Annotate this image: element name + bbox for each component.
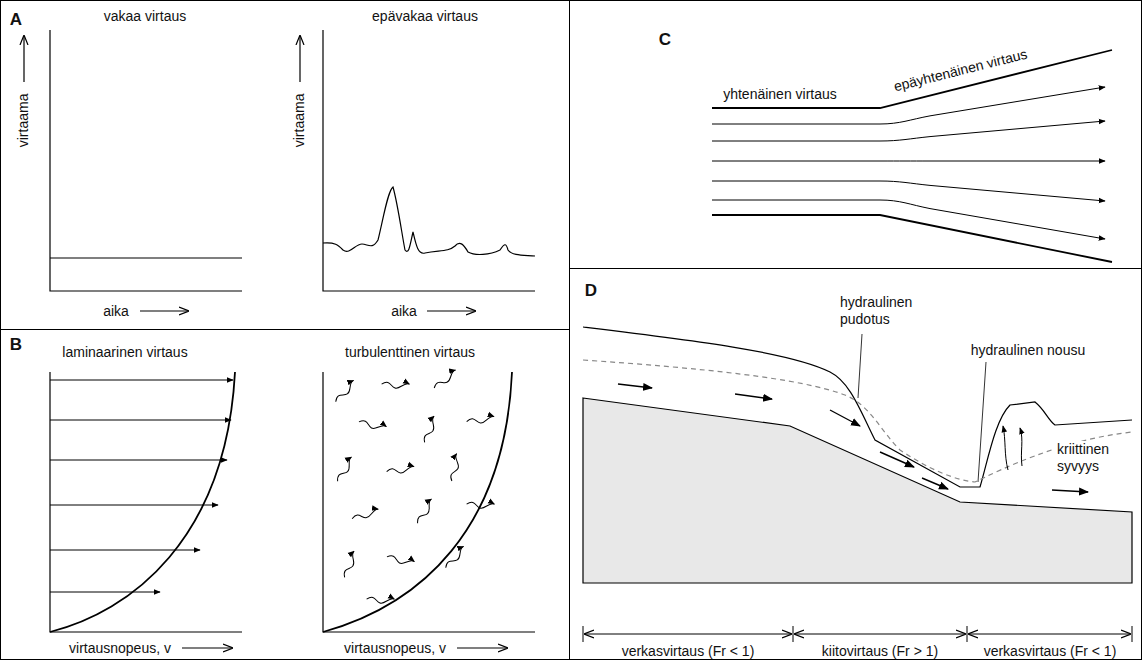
eddy-arrow — [411, 499, 439, 523]
flow-line — [712, 181, 1105, 201]
panel-letter: A — [10, 10, 22, 30]
panel-label: virtaama — [292, 93, 309, 147]
panel-label: verkasvirtaus (Fr < 1) — [622, 643, 755, 660]
water-surface — [583, 327, 1132, 487]
eddy-arrow — [441, 546, 468, 567]
eddy-arrow — [387, 458, 414, 479]
flow-line — [712, 200, 1105, 239]
panel: Blaminaarinen virtaus turbulenttinen virt… — [0, 329, 570, 660]
flow-lines — [712, 87, 1105, 239]
panel-label: virtausnopeus, v — [69, 640, 171, 657]
axis — [323, 30, 535, 291]
channel-bed — [583, 398, 1132, 583]
axis-arrow — [182, 647, 232, 648]
panel-label: epävakaa virtaus — [372, 8, 478, 25]
panel-label: aika — [391, 303, 417, 320]
roller-arrows — [1003, 426, 1022, 470]
eddy-arrow — [382, 372, 410, 396]
panel-letter: C — [659, 30, 671, 50]
axis — [50, 372, 242, 632]
flow-arrows — [618, 384, 1088, 492]
turbulence-arrows — [331, 370, 495, 611]
axis-arrow — [23, 36, 24, 82]
eddy-arrow — [359, 411, 386, 437]
flow-line — [712, 161, 1105, 162]
eddy-arrow — [467, 408, 494, 429]
panel-label: laminaarinen virtaus — [62, 344, 187, 361]
eddy-arrow — [387, 546, 414, 572]
eddy-arrow — [416, 416, 443, 442]
panel: Cyhtenäinen virtaus epäyhtenäinen virtaus — [569, 0, 1142, 269]
panel-label: epäyhtenäinen virtaus — [892, 45, 1029, 94]
panel-label: kiitovirtaus (Fr > 1) — [822, 643, 938, 660]
panel: Avakaa virtaus epävakaa virtaus virtaama ai… — [0, 0, 570, 330]
velocity-profile — [323, 372, 512, 632]
unsteady-line — [323, 187, 535, 256]
eddy-arrow — [352, 505, 378, 523]
leader-line — [858, 334, 862, 398]
velocity-profile — [50, 372, 235, 632]
panel-label: yhtenäinen virtaus — [723, 86, 837, 103]
panel-letter: D — [585, 281, 597, 301]
axis-arrow — [457, 647, 507, 648]
panel-label: vakaa virtaus — [104, 8, 186, 25]
eddy-arrow — [441, 454, 467, 481]
eddy-arrow — [367, 587, 395, 611]
panel-label: hydraulinen nousu — [969, 342, 1087, 359]
extent-arrows — [583, 626, 1132, 642]
panel-letter: B — [10, 335, 22, 355]
panel-label: virtaama — [16, 93, 33, 147]
panel-label: verkasvirtaus (Fr < 1) — [984, 643, 1117, 660]
panel: Dhydraulinen pudotus hydraulinen nousu kri… — [569, 268, 1142, 660]
steady-line — [50, 257, 242, 258]
panel-label: virtausnopeus, v — [344, 640, 446, 657]
panel-label: kriittinen syvyys — [1055, 441, 1137, 475]
eddy-arrow — [467, 492, 495, 516]
axis-arrow — [299, 36, 300, 82]
panel-label: hydraulinen pudotus — [840, 294, 936, 328]
critical-depth-line — [583, 360, 1132, 482]
channel-bank — [712, 215, 1112, 262]
axis-arrow — [427, 310, 475, 311]
velocity-arrows — [50, 380, 233, 592]
eddy-arrow — [336, 551, 363, 577]
eddy-arrow — [331, 457, 359, 481]
leader-line — [978, 362, 986, 482]
panel-label: turbulenttinen virtaus — [345, 344, 475, 361]
axis-arrow — [140, 310, 188, 311]
panel-label: aika — [103, 303, 129, 320]
flow-line — [712, 121, 1105, 141]
eddy-arrow — [331, 380, 358, 401]
eddy-arrow — [432, 370, 458, 388]
axis — [50, 30, 242, 291]
axis — [323, 372, 535, 632]
